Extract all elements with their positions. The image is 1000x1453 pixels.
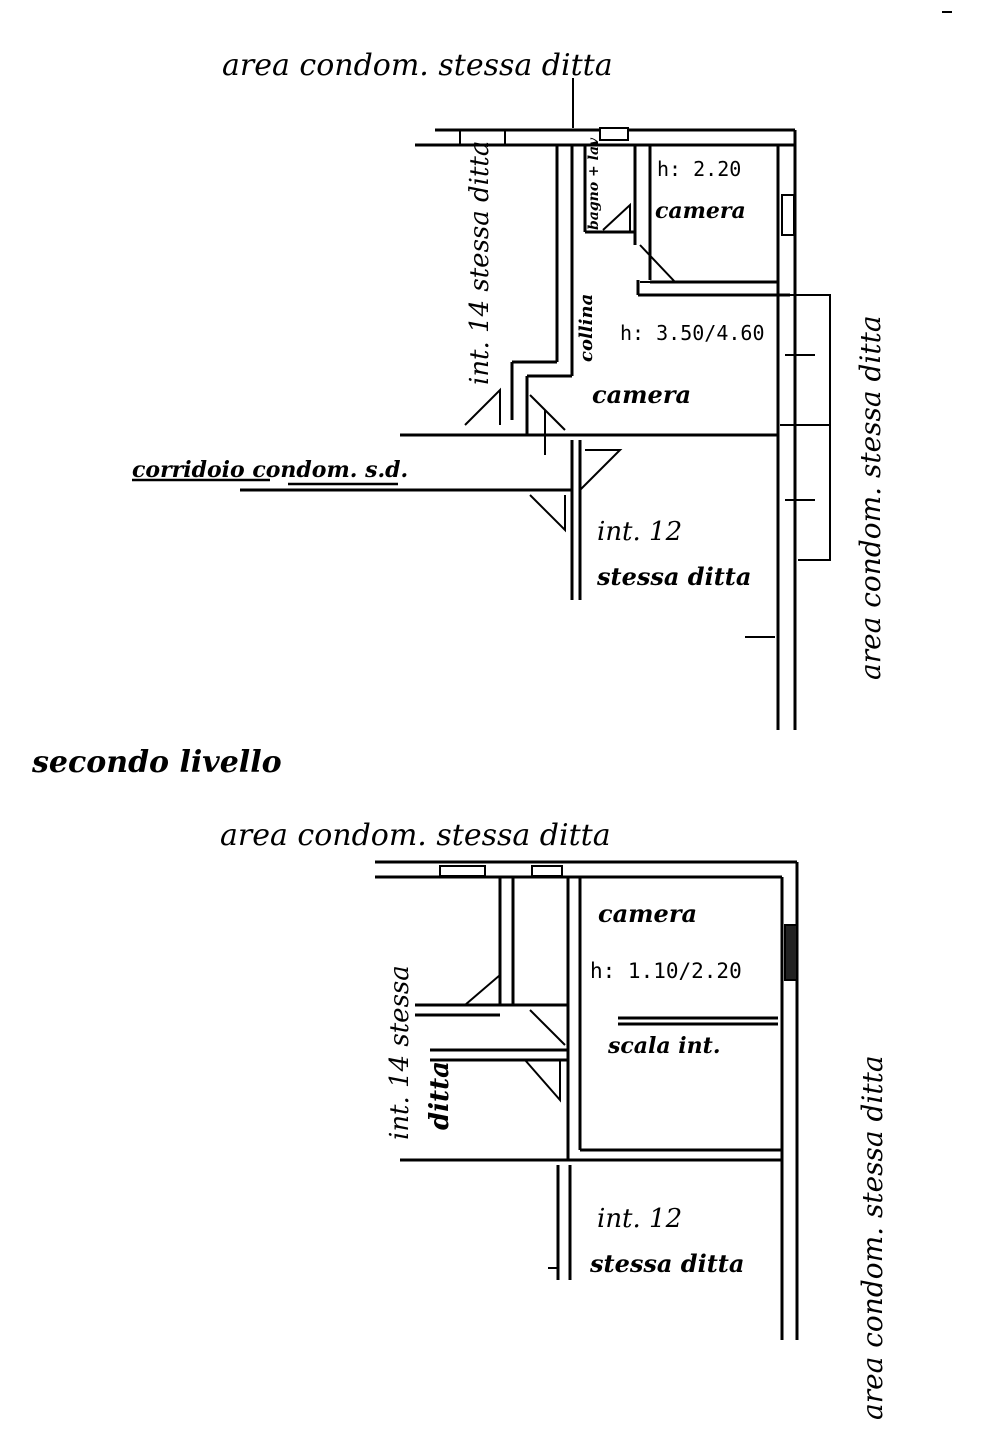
main-room-height: h: 3.50/4.60 [620, 321, 765, 345]
collina-label: collina [576, 294, 597, 362]
stair-label: scala int. [607, 1033, 720, 1059]
second-top-area-label: area condom. stessa ditta [220, 818, 611, 853]
top-area-label: area condom. stessa ditta [222, 48, 613, 83]
upper-room-name: camera [655, 198, 746, 224]
unit-12-line1: int. 12 [597, 517, 682, 547]
second-floor-plan: area condom. stessa ditta [220, 818, 889, 1420]
left-unit-label: int. 14 stessa ditta [465, 141, 495, 385]
right-area-label: area condom. stessa ditta [854, 315, 887, 680]
second-right-area-label: area condom. stessa ditta [856, 1055, 889, 1420]
second-left-unit-line1: int. 14 stessa [385, 965, 415, 1140]
first-floor-plan: area condom. stessa ditta [132, 48, 887, 730]
door-swings [464, 202, 678, 533]
second-room-name: camera [598, 899, 697, 928]
second-unit-12-line1: int. 12 [597, 1204, 682, 1234]
interior-walls [240, 145, 831, 638]
second-door-swings [464, 972, 566, 1103]
upper-room-height: h: 2.20 [657, 157, 741, 181]
second-unit-12-line2: stessa ditta [589, 1249, 744, 1278]
second-interior-walls [400, 877, 782, 1280]
unit-12-line2: stessa ditta [596, 562, 751, 591]
exterior-walls [415, 127, 797, 730]
corridor-label: corridoio condom. s.d. [132, 457, 408, 483]
level-title: secondo livello [31, 745, 282, 780]
bagno-label: bagno + lav [586, 137, 602, 230]
main-room-name: camera [592, 380, 691, 409]
second-exterior-walls [375, 860, 799, 1340]
second-left-unit-line2: ditta [425, 1061, 455, 1130]
second-room-height: h: 1.10/2.20 [590, 959, 742, 983]
